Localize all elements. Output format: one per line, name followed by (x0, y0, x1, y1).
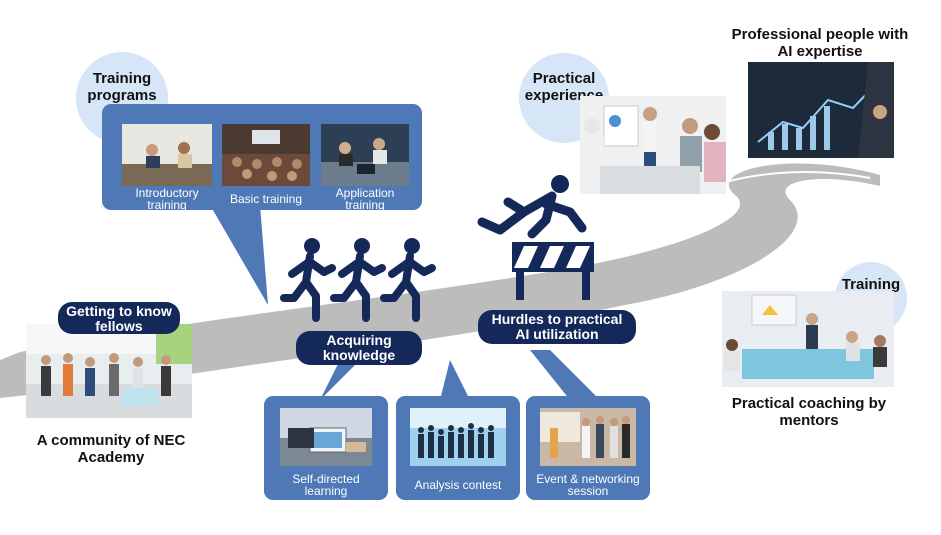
self-directed-learning-panel: Self-directed learning (264, 396, 388, 500)
training-programs-title: Training programs (87, 70, 157, 104)
getting-to-know-fellows-badge: Getting to know fellows (58, 302, 180, 334)
professional-people-image (748, 62, 894, 158)
practical-experience-image (580, 96, 726, 194)
community-caption: A community of NEC Academy (36, 432, 186, 466)
training-programs-callout-tail (210, 205, 268, 305)
community-image (26, 324, 192, 418)
training-programs-panel: Introductory training Basic training App… (102, 104, 422, 212)
event-networking-panel: Event & networking session (526, 396, 650, 500)
analysis-contest-caption: Analysis contest (414, 478, 502, 492)
hurdle-jumper-icon (477, 175, 594, 300)
basic-training-caption: Basic training (229, 192, 303, 206)
application-training-image (321, 124, 409, 186)
introductory-training-caption: Introductory training (135, 186, 199, 212)
self-directed-learning-caption: Self-directed learning (292, 472, 360, 498)
hurdles-pill: Hurdles to practical AI utilization (478, 310, 636, 344)
basic-training-image (222, 124, 310, 186)
acquiring-knowledge-pill: Acquiring knowledge (296, 331, 422, 365)
training-venue-image (722, 291, 894, 387)
application-training-caption: Application training (335, 186, 395, 212)
runners-icon (280, 238, 436, 322)
professional-people-title: Professional people with AI expertise (731, 26, 909, 60)
event-networking-caption: Event & networking session (536, 472, 640, 498)
introductory-training-image (122, 124, 212, 186)
self-directed-learning-image (280, 408, 372, 466)
acquiring-knowledge-callout-tails (320, 350, 600, 400)
analysis-contest-panel: Analysis contest (396, 396, 520, 500)
analysis-contest-image (410, 408, 506, 466)
training-venue-caption: Practical coaching by mentors (731, 395, 887, 429)
event-networking-image (540, 408, 636, 466)
